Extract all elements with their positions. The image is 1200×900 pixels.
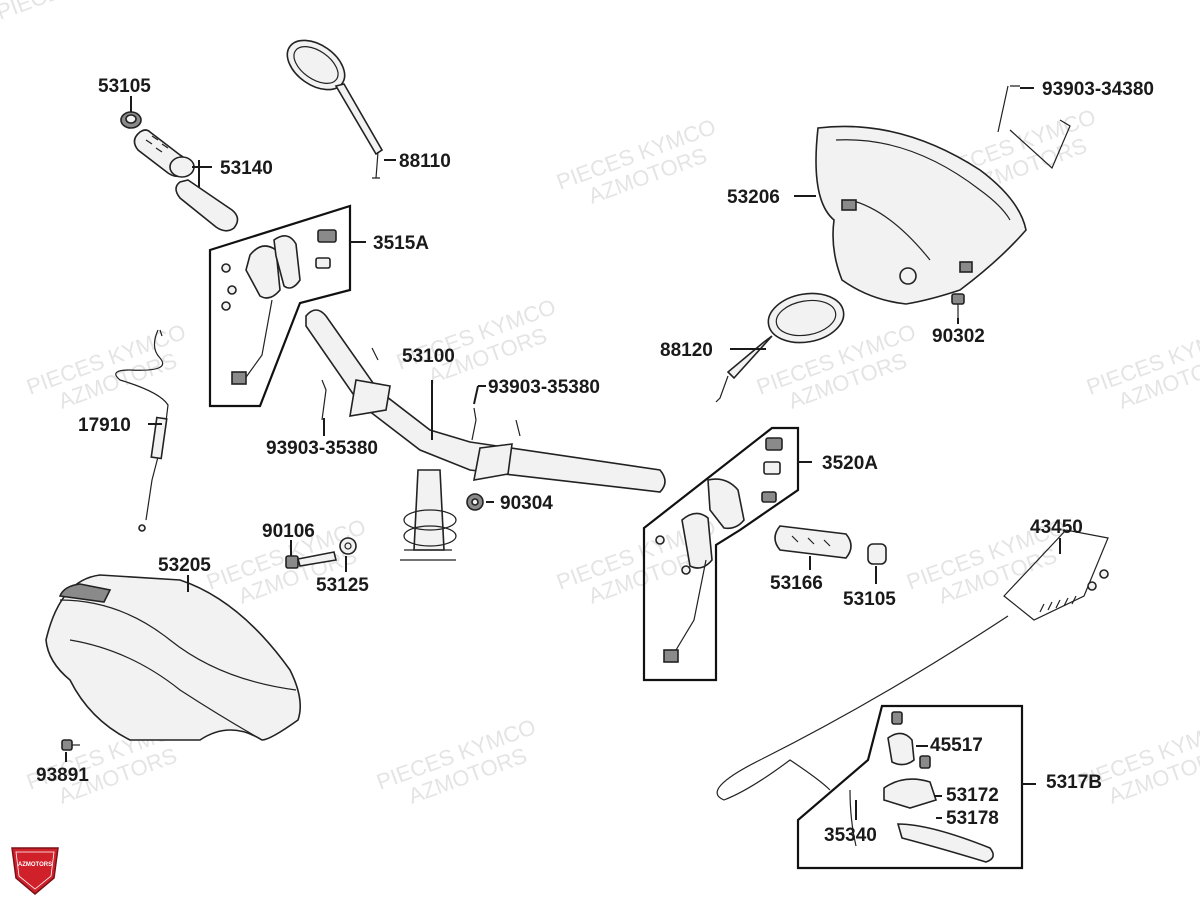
switch-box-3515a (208, 204, 352, 408)
label-90106: 90106 (262, 521, 315, 542)
label-93903-35380-right: 93903-35380 (488, 377, 600, 398)
switch-box-3520a (642, 426, 800, 682)
label-45517: 45517 (930, 735, 983, 756)
part-labels: 53105 53140 88110 3515A 17910 53100 9390… (36, 76, 1154, 846)
label-93891: 93891 (36, 765, 89, 786)
label-17910: 17910 (78, 415, 131, 436)
grip-cap-53105-right (867, 543, 887, 565)
bolt-93891 (61, 739, 80, 751)
watermark-text: PIECES KYMCO (0, 0, 159, 25)
label-53172: 53172 (946, 785, 999, 806)
mirror-left-88110 (286, 39, 384, 179)
handlebar-cover-53206 (815, 125, 1027, 305)
screw-93903-left (321, 379, 327, 421)
brake-lever-box-5317b (796, 704, 1024, 870)
label-53125: 53125 (316, 575, 369, 596)
handlebar-53100 (305, 309, 666, 561)
grip-cap-53105 (120, 111, 142, 129)
screw-90302 (951, 293, 965, 318)
logo-text: AZMOTORS (18, 862, 52, 868)
label-53140: 53140 (220, 158, 273, 179)
label-53166: 53166 (770, 573, 823, 594)
washer-90304 (466, 493, 484, 511)
throttle-cable-17910 (115, 329, 169, 532)
label-53206: 53206 (727, 187, 780, 208)
label-88120: 88120 (660, 340, 713, 361)
label-90304: 90304 (500, 493, 553, 514)
brake-cable-43450 (716, 529, 1109, 801)
front-cover-53205 (45, 574, 301, 741)
label-5317b: 5317B (1046, 772, 1102, 793)
label-35340: 35340 (824, 825, 877, 846)
label-90302: 90302 (932, 326, 985, 347)
label-53100: 53100 (402, 346, 455, 367)
leader-lines (65, 87, 1061, 820)
screw-93903-right (471, 407, 477, 441)
grip-53166 (774, 525, 852, 559)
label-3520a: 3520A (822, 453, 878, 474)
throttle-grip-53140 (133, 129, 239, 232)
azmotors-logo: AZMOTORS (11, 847, 59, 895)
label-53178: 53178 (946, 808, 999, 829)
wire-screw-93903-34380 (997, 85, 1071, 170)
mirror-right-88120 (715, 292, 845, 403)
collar-53125 (339, 537, 357, 555)
bolt-90106 (285, 551, 337, 569)
label-53105: 53105 (98, 76, 151, 97)
label-93903-35380-left: 93903-35380 (266, 438, 378, 459)
label-93903-34380: 93903-34380 (1042, 79, 1154, 100)
label-3515a: 3515A (373, 233, 429, 254)
label-53205: 53205 (158, 555, 211, 576)
label-43450: 43450 (1030, 517, 1083, 538)
label-88110: 88110 (399, 151, 451, 172)
label-53105-right: 53105 (843, 589, 896, 610)
